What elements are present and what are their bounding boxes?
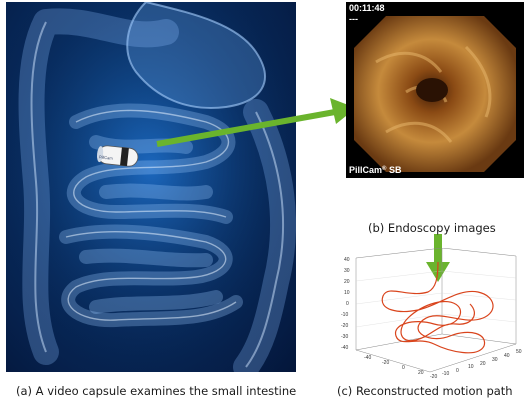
z-tick: -40 <box>341 345 348 351</box>
x-tick: 20 <box>480 361 486 367</box>
brand-mark: ® <box>382 166 386 172</box>
x-ticks: -20 -10 0 10 20 30 40 50 <box>430 349 522 380</box>
z-tick: 10 <box>344 290 350 296</box>
x-tick: -10 <box>442 371 449 377</box>
y-tick: -20 <box>382 360 389 366</box>
endoscopy-timestamp: 00:11:48 <box>349 4 385 13</box>
motion-path-line <box>382 262 493 353</box>
endoscopy-view <box>346 2 524 178</box>
motion-path-svg: 40 30 20 10 0 -10 -20 -30 -40 -20 -10 0 … <box>338 248 526 380</box>
x-tick: 40 <box>504 353 510 359</box>
endoscopy-brand: PillCam® SB <box>349 166 401 175</box>
z-ticks: 40 30 20 10 0 -10 -20 -30 -40 <box>341 257 350 351</box>
caption-b: (b) Endoscopy images <box>368 221 496 235</box>
y-ticks: -40 -20 0 20 <box>364 355 424 376</box>
caption-a: (a) A video capsule examines the small i… <box>16 384 296 398</box>
motion-path-plot: 40 30 20 10 0 -10 -20 -30 -40 -20 -10 0 … <box>338 248 526 380</box>
z-tick: -20 <box>341 323 348 329</box>
x-tick: -20 <box>430 374 437 380</box>
brand-suffix: SB <box>389 165 402 175</box>
intestine-illustration <box>6 2 296 372</box>
lumen <box>416 78 448 102</box>
endoscopy-image: 00:11:48 --- PillCam® SB <box>346 2 524 178</box>
caption-c: (c) Reconstructed motion path <box>337 384 513 398</box>
brand-name: PillCam <box>349 165 382 175</box>
y-tick: 20 <box>418 370 424 376</box>
x-tick: 50 <box>516 349 522 355</box>
x-tick: 30 <box>492 357 498 363</box>
z-tick: -30 <box>341 334 348 340</box>
z-tick: -10 <box>341 312 348 318</box>
intestine-svg <box>6 2 296 372</box>
z-tick: 20 <box>344 279 350 285</box>
y-tick: -40 <box>364 355 371 361</box>
y-tick: 0 <box>402 365 405 371</box>
z-tick: 40 <box>344 257 350 263</box>
x-tick: 0 <box>456 368 459 374</box>
z-tick: 0 <box>346 301 349 307</box>
endoscopy-dashes: --- <box>349 15 358 24</box>
x-tick: 10 <box>468 364 474 370</box>
z-tick: 30 <box>344 268 350 274</box>
